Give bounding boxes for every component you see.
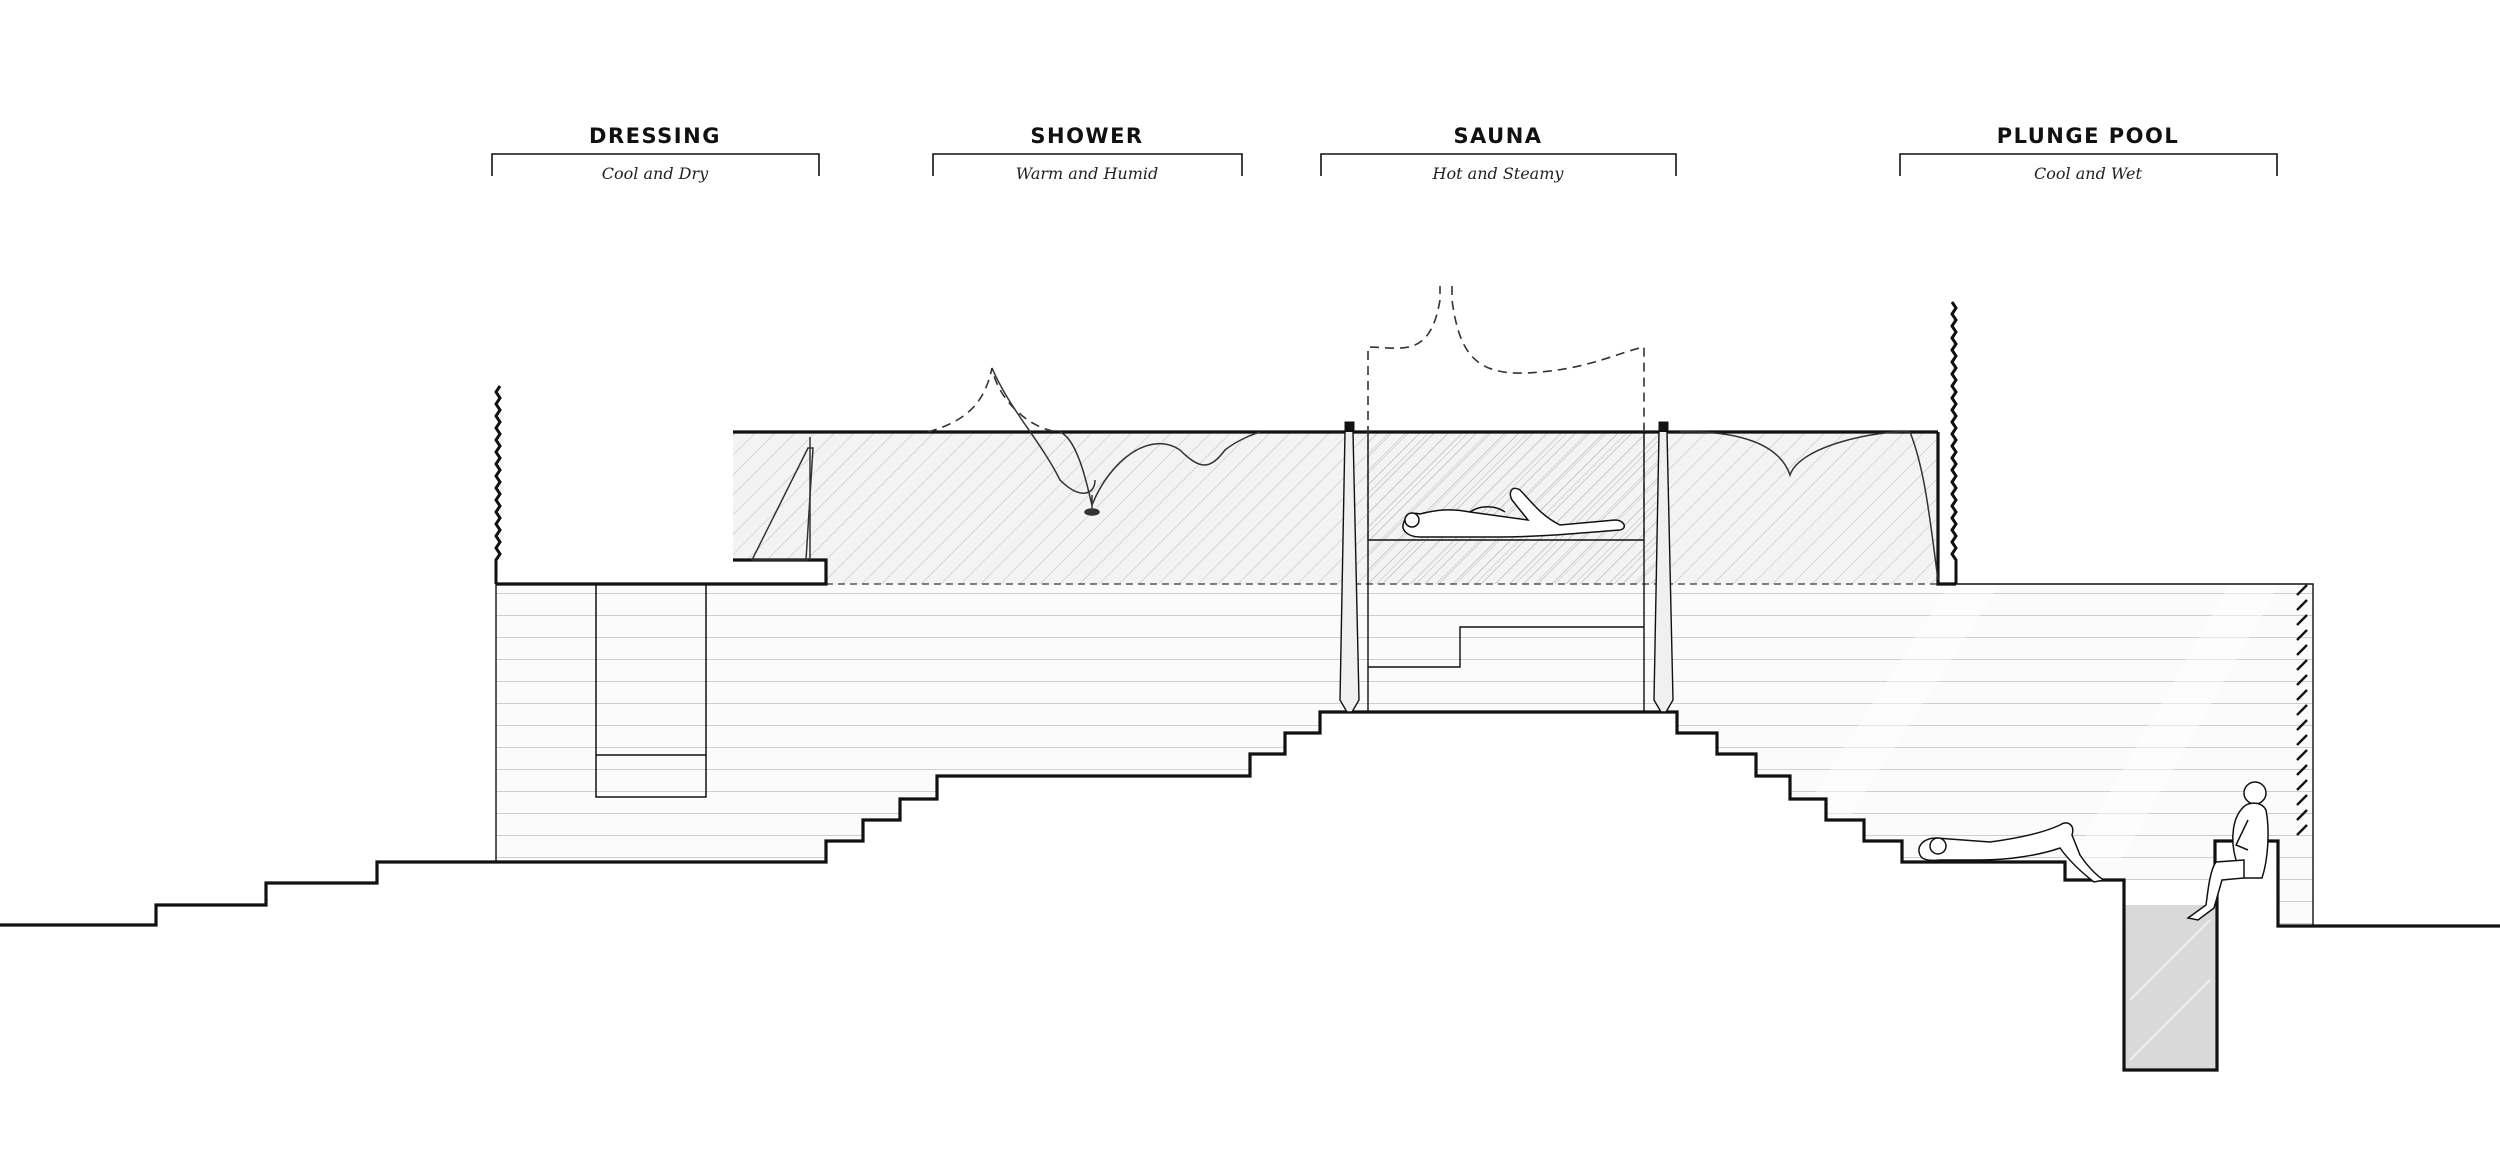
lower-interior — [496, 584, 2313, 926]
right-jagged-wall — [1950, 301, 1958, 584]
zone-subtitle-dressing: Cool and Dry — [601, 164, 709, 183]
bracket-sauna — [1320, 153, 1677, 176]
zone-subtitle-shower: Warm and Humid — [1015, 164, 1159, 183]
left-jagged-wall — [494, 385, 502, 584]
person-lying-sauna — [1402, 487, 1626, 538]
sauna-column-right — [1653, 421, 1674, 713]
person-sitting-pool-edge — [2186, 781, 2269, 921]
zone-title-plunge-pool: PLUNGE POOL — [1996, 124, 2180, 148]
zone-brackets — [491, 153, 2278, 176]
bracket-dressing — [491, 153, 820, 176]
bracket-plunge-pool — [1899, 153, 2278, 176]
dressing-bench — [751, 437, 814, 561]
bracket-shower — [932, 153, 1243, 176]
dressing-locker — [595, 583, 707, 798]
zone-subtitle-sauna: Hot and Steamy — [1432, 164, 1564, 183]
person-lying-pool-step — [1918, 822, 2107, 883]
upper-interior — [496, 432, 1938, 585]
right-wall — [1936, 432, 1956, 586]
zone-subtitle-plunge-pool: Cool and Wet — [2034, 164, 2142, 183]
zone-title-dressing: DRESSING — [589, 124, 721, 148]
zone-title-sauna: SAUNA — [1453, 124, 1543, 148]
sauna-column-left — [1339, 421, 1360, 713]
shower-curtain — [991, 367, 1939, 581]
right-outer-wall — [1956, 583, 2314, 926]
ground-and-steps-outline — [0, 710, 2500, 1072]
pool-wall-hatching — [2296, 584, 2308, 836]
zone-title-shower: SHOWER — [1030, 124, 1144, 148]
